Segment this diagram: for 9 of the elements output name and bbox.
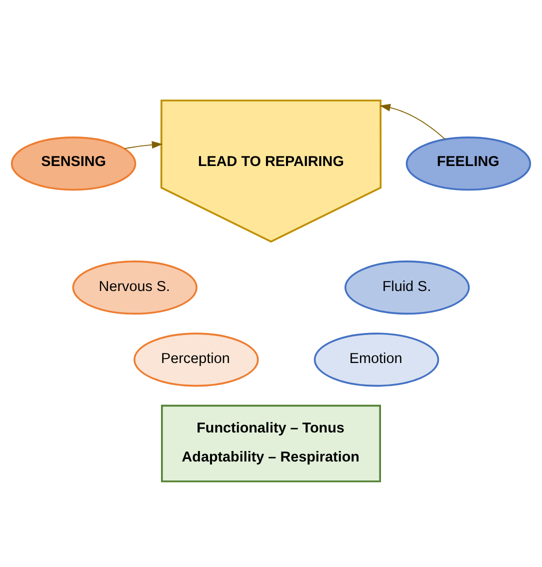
node-ellipse: Fluid S.: [344, 260, 470, 315]
node-box: Functionality – Tonus Adaptability – Respiration: [161, 404, 381, 482]
arrow: [124, 141, 163, 150]
node-ellipse: Perception: [134, 332, 259, 387]
node-ellipse: SENSING: [10, 136, 136, 191]
node-ellipse: Emotion: [314, 332, 440, 387]
node-ellipse: FEELING: [406, 136, 532, 191]
arrow: [380, 104, 446, 140]
node-ellipse: Nervous S.: [72, 260, 198, 315]
